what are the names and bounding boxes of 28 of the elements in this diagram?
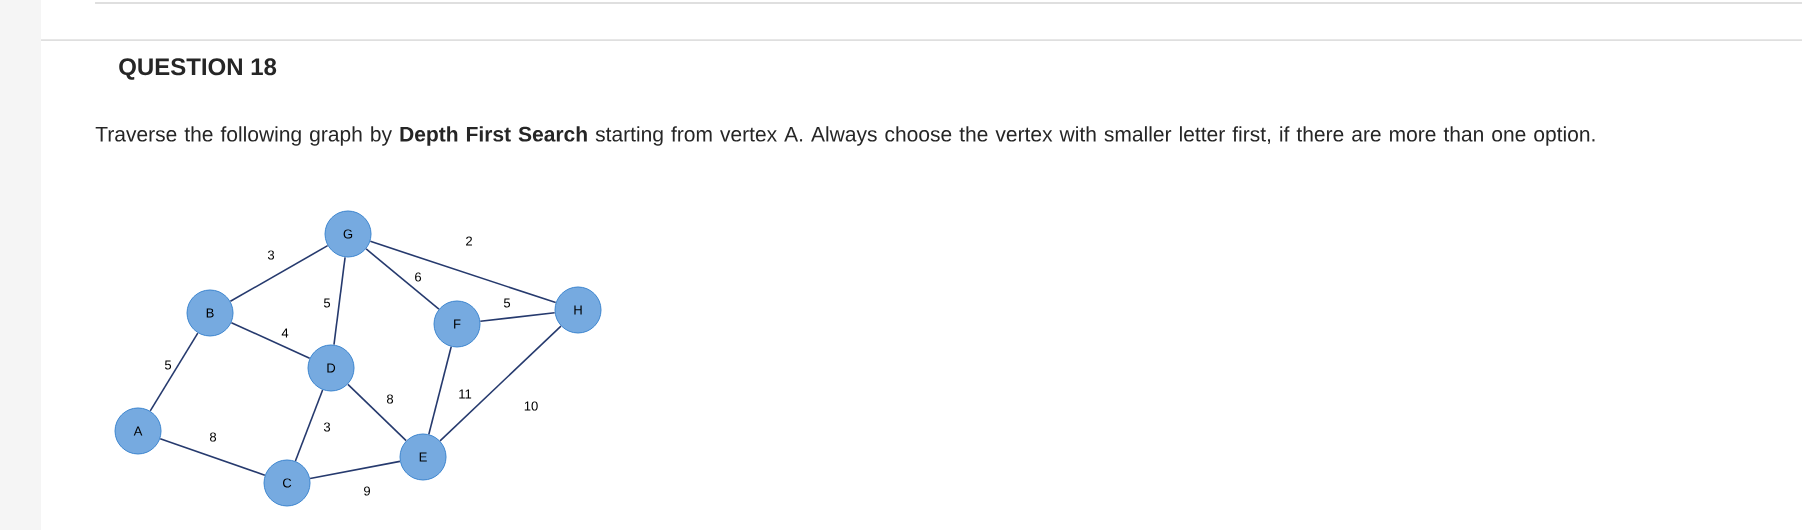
edge-weight: 2 xyxy=(463,234,475,248)
edge-weight: 6 xyxy=(412,270,424,284)
edge-line xyxy=(309,460,401,480)
edge-weight: 3 xyxy=(321,420,333,434)
edge-line xyxy=(428,345,452,436)
edge-line xyxy=(365,248,440,310)
edge-line xyxy=(230,321,311,360)
edge-weight: 3 xyxy=(265,248,277,262)
edge-line xyxy=(479,311,556,323)
edge-line xyxy=(347,383,407,442)
edge-weight: 4 xyxy=(279,327,291,339)
edge-weight: 10 xyxy=(522,399,540,413)
edge-line xyxy=(159,437,266,477)
edge-line xyxy=(439,325,562,442)
edge-line xyxy=(229,244,329,303)
edge-weight: 5 xyxy=(162,358,174,371)
question-text: Traverse the following graph by Depth First Search starting from vertex A. Always choose the vertex with smaller letter first, if there are more than one option. xyxy=(95,126,1595,146)
edge-weight: 11 xyxy=(456,388,474,400)
edge-line xyxy=(294,389,324,462)
edge-weight: 9 xyxy=(361,484,373,498)
edge-weight: 8 xyxy=(384,392,396,406)
question-heading: QUESTION 18 xyxy=(119,58,277,80)
edge-line xyxy=(333,256,346,346)
edge-line xyxy=(369,240,557,304)
edge-line xyxy=(149,332,199,412)
edge-weight: 5 xyxy=(501,296,513,309)
edge-weight: 8 xyxy=(207,430,219,444)
edge-weight: 5 xyxy=(321,296,333,309)
